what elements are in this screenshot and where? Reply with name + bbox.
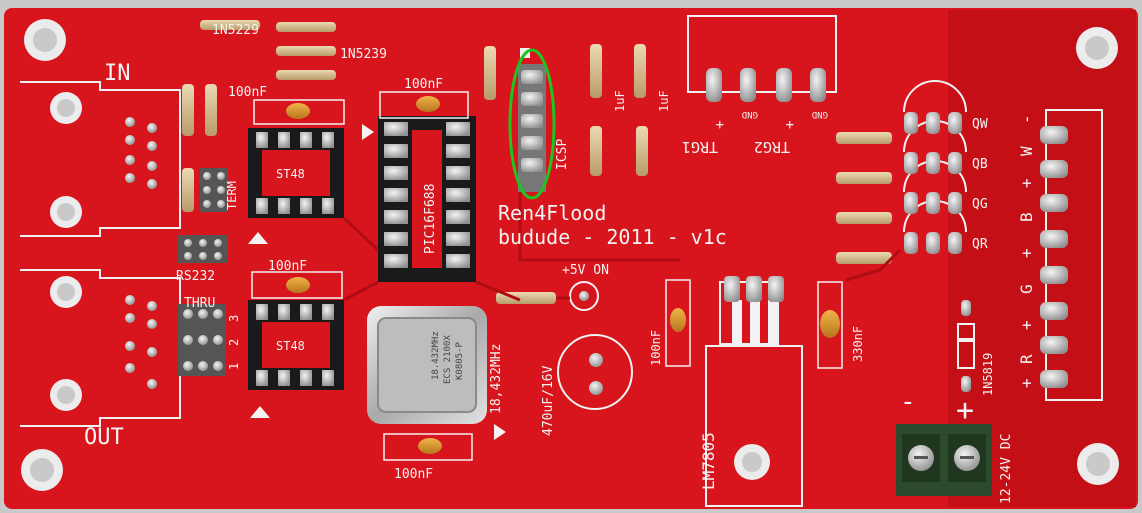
terminal-label-2: + [1017,320,1036,330]
label-gnd-2: GND [812,109,828,119]
terminal-label-7: W [1017,146,1036,156]
label-trg-plus-2: + [786,116,794,132]
mounting-holes [21,19,1119,491]
ic-socket-upper [248,128,344,218]
label-led: +5V ON [562,263,609,278]
copper-traces [342,192,902,302]
output-terminal-block [1040,109,1103,401]
power-screw-terminal [896,424,992,496]
icsp-header [508,48,556,200]
label-in: IN [104,61,131,86]
label-power-diode: 1N5819 [981,353,995,396]
label-rs232: RS232 [176,269,215,284]
label-term: TERM [225,181,239,210]
terminal-label-3: G [1017,284,1036,294]
crystal-marking-1: 18.432MHz [431,331,441,380]
label-qr: QR [972,237,988,252]
trigger-connector [687,15,837,102]
jumper-number-3: 3 [227,315,241,322]
ic-socket-lower [248,300,344,390]
terminal-label-5: B [1017,212,1036,222]
label-regulator: LM7805 [699,432,718,490]
power-led [569,281,599,311]
terminal-label-8: - [1017,114,1036,124]
label-cap-reg-left: 100nF [649,330,663,366]
label-cap-top-left: 100nF [228,85,267,100]
pic-socket [378,116,476,282]
power-diode [957,300,975,392]
label-1uf-a: 1uF [613,90,627,112]
thru-jumper [178,304,226,376]
ceramic-capacitors [251,91,843,461]
resistors [182,20,892,304]
label-1uf-b: 1uF [657,90,671,112]
label-power-plus: + [956,393,974,428]
label-qw: QW [972,117,988,132]
label-diode-a: 1N5229 [212,23,259,38]
jumper-number-1: 1 [227,363,241,370]
crystal-marking-3: K0805-P [455,341,465,380]
crystal-marking-2: ECS 2100X [443,335,453,384]
crystal-oscillator [367,306,487,424]
label-ic2: ST48 [276,339,305,353]
label-trg2: TRG2 [754,138,790,156]
label-diode-b: 1N5239 [340,47,387,62]
rj45-in-outline [20,81,181,237]
label-out: OUT [84,425,124,450]
terminal-label-4: + [1017,248,1036,258]
label-title-line1: Ren4Flood [498,201,606,225]
label-trg1: TRG1 [682,138,718,156]
voltage-regulator [705,276,803,507]
label-electrolytic: 470uF/16V [541,365,556,436]
label-power-minus: - [900,387,916,417]
terminal-label-6: + [1017,178,1036,188]
label-cap-upper-mid: 100nF [268,259,307,274]
label-cap-reg-right: 330nF [851,326,865,362]
label-crystal-freq: 18,432MHz [489,344,504,414]
label-qb: QB [972,157,988,172]
label-title-line2: budude - 2011 - v1c [498,225,727,249]
rs232-jumper [178,235,228,263]
label-icsp: ICSP [555,139,570,170]
label-qg: QG [972,197,988,212]
rj45-pins [125,117,157,389]
term-jumper [200,168,228,212]
label-cap-pic-top: 100nF [404,77,443,92]
label-gnd-1: GND [742,109,758,119]
jumper-number-2: 2 [227,339,241,346]
label-ic1: ST48 [276,167,305,181]
terminal-label-0: + [1017,378,1036,388]
electrolytic-capacitor [557,334,633,410]
label-trg-plus-1: + [716,116,724,132]
label-mcu: PIC16F688 [423,184,438,254]
terminal-label-1: R [1017,354,1036,364]
label-thru: THRU [184,296,215,311]
label-power-input: 12-24V DC [999,434,1014,504]
label-cap-bottom: 100nF [394,467,433,482]
